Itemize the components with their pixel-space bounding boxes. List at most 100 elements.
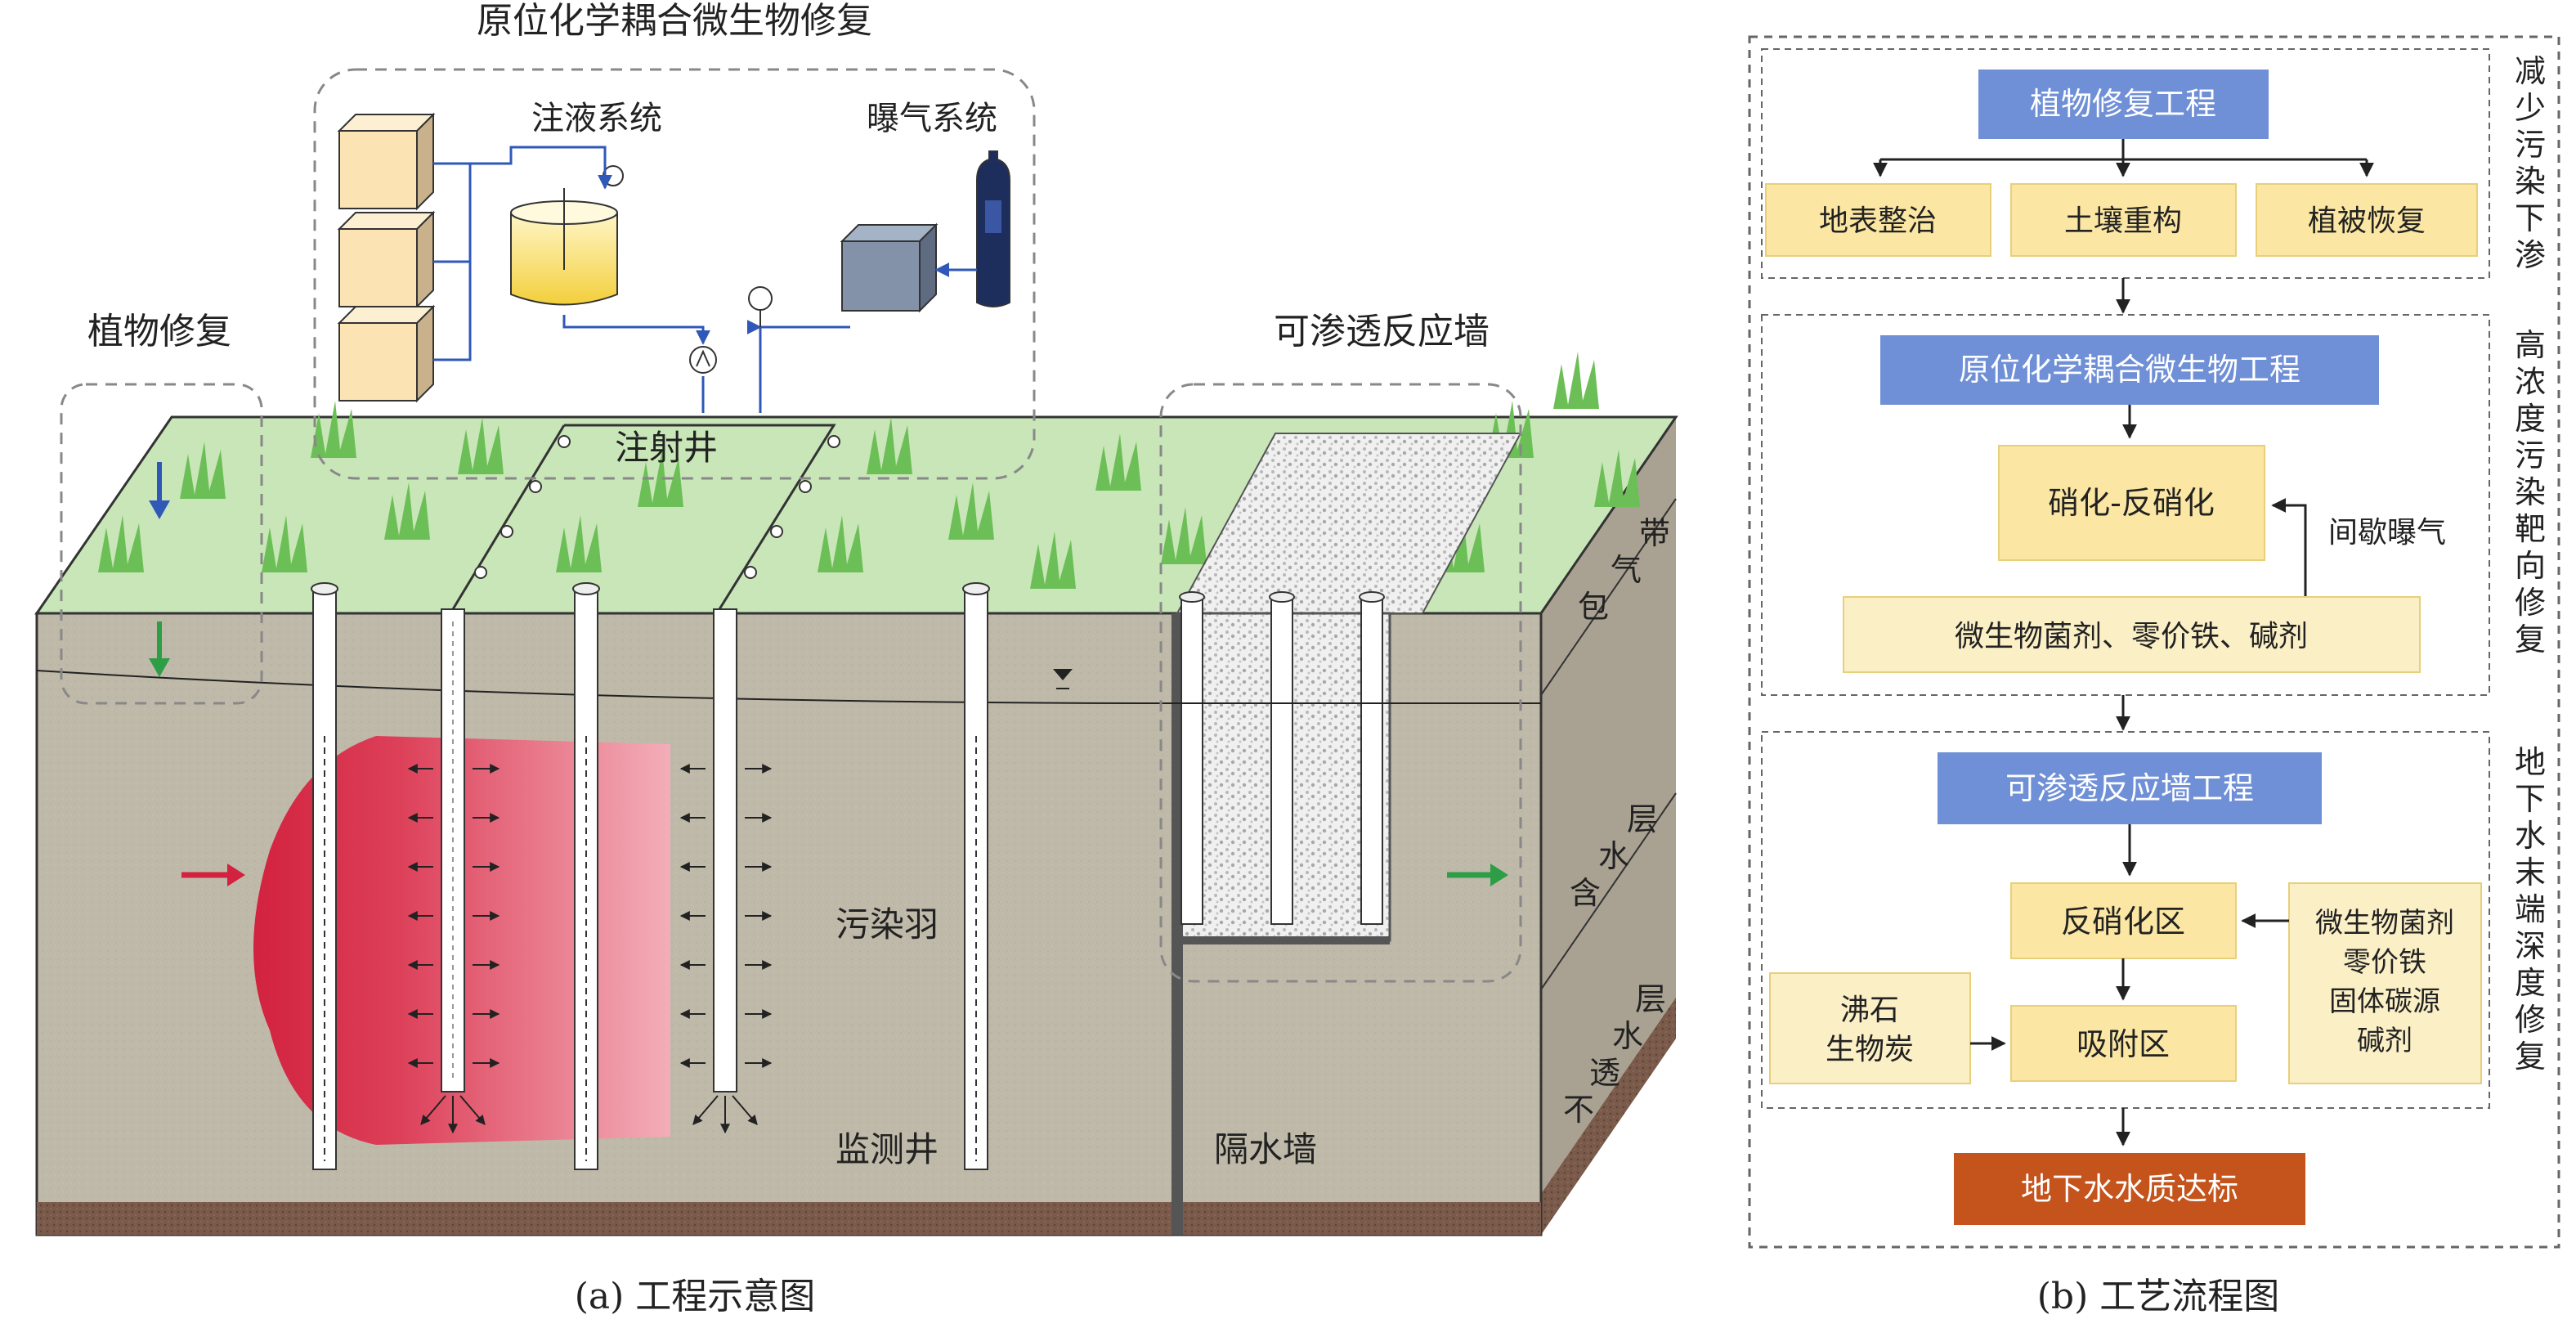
svg-text:染: 染 [2515, 474, 2546, 510]
text-adsorption-zone: 吸附区 [2076, 1026, 2170, 1062]
svg-text:染: 染 [2515, 164, 2546, 200]
svg-text:层: 层 [1627, 801, 1658, 837]
label-injection-well: 注射井 [615, 428, 718, 468]
text-nitrification: 硝化-反硝化 [2048, 485, 2215, 521]
text-surface-remediation: 地表整治 [1819, 204, 1937, 238]
svg-text:度: 度 [2515, 401, 2546, 437]
svg-text:不: 不 [1563, 1092, 1594, 1128]
subsurface-wells [311, 582, 990, 1170]
text-coupled-engineering: 原位化学耦合微生物工程 [1959, 352, 2300, 388]
injection-arrows [407, 764, 773, 1134]
box-nitrification [1998, 445, 2265, 561]
svg-text:层: 层 [1635, 981, 1666, 1017]
svg-text:复: 复 [2515, 621, 2546, 657]
box-soil-reconstruction [2010, 183, 2237, 257]
text-reagent-zvi: 零价铁 [2343, 946, 2426, 979]
text-phyto-engineering: 植物修复工程 [2030, 86, 2216, 122]
section2-frame [1761, 314, 2490, 696]
text-reagent-microbe: 微生物菌剂 [2315, 907, 2454, 940]
box-surface-remediation [1765, 183, 1991, 257]
text-prb-engineering: 可渗透反应墙工程 [2005, 770, 2254, 806]
svg-text:减: 减 [2515, 53, 2546, 89]
text-result: 地下水水质达标 [2021, 1171, 2238, 1207]
box-prb-engineering [1938, 752, 2322, 824]
svg-text:少: 少 [2515, 90, 2546, 126]
svg-text:端: 端 [2515, 891, 2546, 927]
injection-nozzles [474, 435, 840, 579]
label-aquitard: 层 水 透 不 [1563, 981, 1666, 1128]
label-plume: 污染羽 [836, 904, 939, 944]
svg-text:污: 污 [2515, 437, 2546, 473]
label-prb: 可渗透反应墙 [1274, 311, 1490, 352]
label-aquifer: 层 水 含 [1570, 801, 1658, 911]
box-result [1954, 1153, 2305, 1225]
svg-text:带: 带 [1639, 515, 1670, 551]
text-reagent-carbon: 固体碳源 [2329, 985, 2440, 1018]
svg-text:水: 水 [1612, 1018, 1643, 1054]
svg-text:气: 气 [1611, 552, 1642, 588]
text-intermittent-aeration: 间歇曝气 [2328, 516, 2446, 550]
panel-b-flowchart: 植物修复工程 地表整治 土壤重构 植被恢复 原位化学耦合微生物工程 硝化-反硝化… [1748, 35, 2560, 1317]
side-label-section1: 减 少 污 染 下 渗 [2515, 53, 2546, 273]
svg-text:透: 透 [1589, 1055, 1620, 1091]
label-barrier-wall: 隔水墙 [1214, 1129, 1317, 1169]
label-phytoremediation: 植物修复 [87, 311, 231, 352]
box-sorbents [1769, 972, 1971, 1084]
label-vadose-zone: 带 气 包 [1578, 515, 1670, 625]
aeration-system [840, 150, 1010, 313]
label-injection-system: 注液系统 [531, 100, 662, 137]
svg-text:地: 地 [2515, 744, 2546, 780]
svg-text:向: 向 [2515, 548, 2546, 584]
text-agents: 微生物菌剂、零价铁、碱剂 [1955, 620, 2308, 653]
block-side-clay [1541, 998, 1676, 1235]
svg-text:下: 下 [2515, 781, 2546, 817]
text-biochar: 生物炭 [1826, 1033, 1914, 1066]
water-table [36, 670, 1541, 704]
box-phyto-engineering [1978, 70, 2269, 139]
text-denitrification-zone: 反硝化区 [2061, 904, 2185, 940]
injection-manifold [451, 424, 836, 610]
box-denitrification-zone [2010, 882, 2237, 959]
label-aeration-system: 曝气系统 [867, 100, 997, 137]
caption-b: (b) 工艺流程图 [2037, 1276, 2279, 1317]
aquitard-strip [37, 1202, 1541, 1235]
text-zeolite: 沸石 [1840, 994, 1899, 1027]
label-monitoring-well: 监测井 [836, 1129, 939, 1169]
svg-text:高: 高 [2515, 327, 2546, 363]
caption-a: (a) 工程示意图 [575, 1276, 816, 1317]
panel-a-schematic: 原位化学耦合微生物修复 注液系统 曝气系统 植物修复 可渗透反应墙 注射井 污染… [34, 0, 1678, 1317]
svg-text:修: 修 [2515, 585, 2546, 621]
box-reagents [2288, 882, 2482, 1084]
section1-connectors [1873, 139, 2374, 177]
text-reagent-alkali: 碱剂 [2357, 1025, 2412, 1057]
svg-text:水: 水 [2515, 818, 2546, 854]
svg-text:度: 度 [2515, 965, 2546, 1001]
svg-text:深: 深 [2515, 928, 2546, 964]
svg-text:水: 水 [1598, 838, 1629, 874]
svg-text:污: 污 [2515, 127, 2546, 163]
dashed-outlines [60, 68, 1522, 983]
box-agents [1843, 596, 2421, 673]
box-coupled-engineering [1880, 335, 2379, 405]
svg-text:复: 复 [2515, 1039, 2546, 1075]
prb-wells [1179, 591, 1385, 925]
section1-frame [1761, 48, 2490, 279]
flowchart-frame [1748, 35, 2560, 1249]
text-vegetation-restoration: 植被恢复 [2308, 204, 2426, 238]
box-vegetation-restoration [2256, 183, 2478, 257]
block-side-face [1541, 417, 1676, 1235]
text-soil-reconstruction: 土壤重构 [2064, 204, 2182, 238]
svg-text:含: 含 [1570, 875, 1601, 911]
connector-aeration [2271, 498, 2307, 597]
side-label-section3: 地 下 水 末 端 深 度 修 复 [2515, 744, 2546, 1075]
groundwater-flow-arrows [149, 462, 1508, 886]
svg-text:下: 下 [2515, 200, 2546, 236]
box-adsorption-zone [2010, 1005, 2237, 1082]
section3-frame [1761, 731, 2490, 1109]
svg-text:末: 末 [2515, 855, 2546, 891]
side-label-section2: 高 浓 度 污 染 靶 向 修 复 [2515, 327, 2546, 657]
label-coupled-remediation: 原位化学耦合微生物修复 [477, 0, 872, 42]
svg-text:靶: 靶 [2515, 511, 2546, 547]
svg-text:包: 包 [1578, 589, 1609, 625]
